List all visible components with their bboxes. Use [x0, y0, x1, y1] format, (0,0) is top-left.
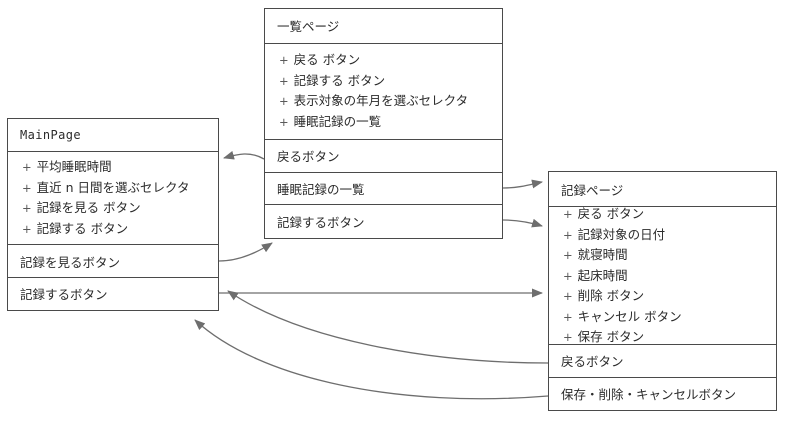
- class-box-main-page[interactable]: MainPage +平均睡眠時間 +直近 n 日間を選ぶセレクタ +記録を見る …: [7, 118, 219, 311]
- list-page-operation-create-record[interactable]: 記録するボタン: [265, 205, 502, 238]
- attribute-item: +記録する ボタン: [22, 220, 129, 236]
- record-page-operation-back[interactable]: 戻るボタン: [549, 345, 776, 378]
- main-page-operation-create-record[interactable]: 記録するボタン: [8, 278, 218, 310]
- visibility-public-icon: +: [563, 330, 573, 345]
- class-box-list-page[interactable]: 一覧ページ +戻る ボタン +記録する ボタン +表示対象の年月を選ぶセレクタ …: [264, 8, 503, 239]
- list-page-operation-sleep-records[interactable]: 睡眠記録の一覧: [265, 173, 502, 206]
- visibility-public-icon: +: [563, 309, 573, 324]
- attribute-item: +記録対象の日付: [563, 226, 666, 242]
- main-page-title: MainPage: [20, 128, 81, 143]
- visibility-public-icon: +: [563, 227, 573, 242]
- attribute-item: +保存 ボタン: [563, 329, 645, 345]
- visibility-public-icon: +: [279, 114, 289, 129]
- record-page-title-section: 記録ページ: [549, 172, 776, 208]
- operation-label: 戻るボタン: [277, 149, 340, 165]
- visibility-public-icon: +: [279, 53, 289, 68]
- attribute-item: +戻る ボタン: [279, 52, 361, 68]
- attribute-item: +直近 n 日間を選ぶセレクタ: [22, 179, 190, 195]
- edge-list-records-to-record: [502, 179, 543, 189]
- edge-record-back-to-main: [227, 290, 549, 364]
- operation-label: 記録するボタン: [277, 215, 365, 231]
- operation-label: 記録を見るボタン: [20, 254, 121, 270]
- visibility-public-icon: +: [563, 248, 573, 263]
- list-page-operation-back[interactable]: 戻るボタン: [265, 140, 502, 173]
- record-page-title: 記録ページ: [561, 182, 624, 198]
- edge-list-back-to-main: [223, 150, 265, 160]
- visibility-public-icon: +: [563, 207, 573, 222]
- visibility-public-icon: +: [22, 160, 32, 175]
- record-page-attributes-section: +戻る ボタン +記録対象の日付 +就寝時間 +起床時間 +削除 ボタン +キャ…: [549, 206, 776, 346]
- visibility-public-icon: +: [22, 201, 32, 216]
- attribute-item: +削除 ボタン: [563, 288, 645, 304]
- edge-record-actions-to-main: [194, 319, 549, 400]
- main-page-operation-view-records[interactable]: 記録を見るボタン: [8, 245, 218, 278]
- main-page-attributes-section: +平均睡眠時間 +直近 n 日間を選ぶセレクタ +記録を見る ボタン +記録する…: [8, 152, 218, 246]
- operation-label: 保存・削除・キャンセルボタン: [561, 387, 737, 403]
- attribute-item: +表示対象の年月を選ぶセレクタ: [279, 93, 469, 109]
- attribute-item: +記録する ボタン: [279, 72, 386, 88]
- visibility-public-icon: +: [279, 94, 289, 109]
- operation-label: 睡眠記録の一覧: [277, 181, 365, 197]
- visibility-public-icon: +: [22, 221, 32, 236]
- record-page-operation-actions[interactable]: 保存・削除・キャンセルボタン: [549, 378, 776, 410]
- list-page-title-section: 一覧ページ: [265, 9, 502, 44]
- attribute-item: +起床時間: [563, 267, 628, 283]
- main-page-title-section: MainPage: [8, 119, 218, 153]
- attribute-item: +睡眠記録の一覧: [279, 113, 382, 129]
- attribute-item: +キャンセル ボタン: [563, 308, 682, 324]
- operation-label: 戻るボタン: [561, 354, 624, 370]
- class-box-record-page[interactable]: 記録ページ +戻る ボタン +記録対象の日付 +就寝時間 +起床時間 +削除 ボ…: [548, 171, 777, 411]
- record-page-attribute-list: +戻る ボタン +記録対象の日付 +就寝時間 +起床時間 +削除 ボタン +キャ…: [549, 199, 776, 353]
- visibility-public-icon: +: [563, 268, 573, 283]
- attribute-item: +平均睡眠時間: [22, 159, 112, 175]
- attribute-item: +記録を見る ボタン: [22, 200, 141, 216]
- attribute-item: +戻る ボタン: [563, 206, 645, 222]
- operation-label: 記録するボタン: [20, 287, 108, 303]
- visibility-public-icon: +: [22, 180, 32, 195]
- list-page-attribute-list: +戻る ボタン +記録する ボタン +表示対象の年月を選ぶセレクタ +睡眠記録の…: [265, 45, 502, 137]
- visibility-public-icon: +: [279, 73, 289, 88]
- main-page-attribute-list: +平均睡眠時間 +直近 n 日間を選ぶセレクタ +記録を見る ボタン +記録する…: [8, 152, 218, 244]
- visibility-public-icon: +: [563, 289, 573, 304]
- attribute-item: +就寝時間: [563, 247, 628, 263]
- list-page-title: 一覧ページ: [277, 19, 340, 35]
- edge-list-create-to-record: [502, 218, 543, 228]
- list-page-attributes-section: +戻る ボタン +記録する ボタン +表示対象の年月を選ぶセレクタ +睡眠記録の…: [265, 44, 502, 140]
- edge-main-view-to-list: [218, 242, 273, 262]
